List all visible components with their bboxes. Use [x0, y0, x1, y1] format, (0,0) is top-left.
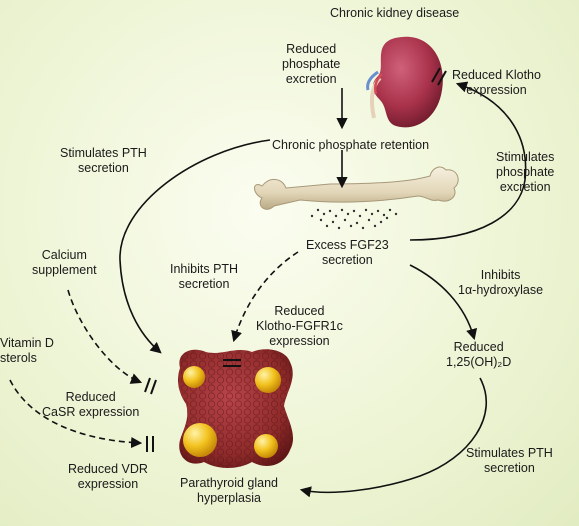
label-stimulates-phosphate-excretion: Stimulates phosphate excretion [496, 150, 555, 194]
label-stimulates-pth-secretion-left: Stimulates PTH secretion [60, 146, 147, 175]
label-vitamin-d-sterols: Vitamin D sterols [0, 336, 54, 365]
kidney-icon [366, 36, 443, 128]
label-reduced-vdr-expression: Reduced VDR expression [68, 462, 148, 491]
label-excess-fgf23-secretion: Excess FGF23 secretion [306, 238, 389, 267]
block-marks [144, 67, 447, 452]
parathyroid-gland-icon [178, 349, 294, 468]
label-inhibits-pth-secretion: Inhibits PTH secretion [170, 262, 239, 291]
label-reduced-casr-expression: Reduced CaSR expression [42, 390, 140, 419]
label-stimulates-pth-secretion-right: Stimulates PTH secretion [466, 446, 553, 475]
label-reduced-phosphate-excretion: Reduced phosphate excretion [282, 42, 341, 86]
fgf23-particles-icon [310, 208, 398, 230]
label-calcium-supplement: Calcium supplement [32, 248, 97, 277]
label-parathyroid-gland-hyperplasia: Parathyroid gland hyperplasia [180, 476, 278, 505]
arrows-solid [119, 81, 527, 498]
label-reduced-klotho-expression: Reduced Klotho expression [452, 68, 541, 97]
label-chronic-phosphate-retention: Chronic phosphate retention [272, 138, 430, 152]
title-chronic-kidney-disease: Chronic kidney disease [330, 6, 460, 20]
arrows-dashed [9, 251, 299, 449]
label-reduced-klotho-fgfr1c-expression: Reduced Klotho-FGFR1c expression [256, 304, 343, 348]
label-inhibits-1a-hydroxylase: Inhibits 1α-hydroxylase [458, 268, 544, 297]
bone-icon [254, 166, 459, 210]
label-reduced-125ohd: Reduced 1,25(OH)₂D [446, 340, 512, 369]
